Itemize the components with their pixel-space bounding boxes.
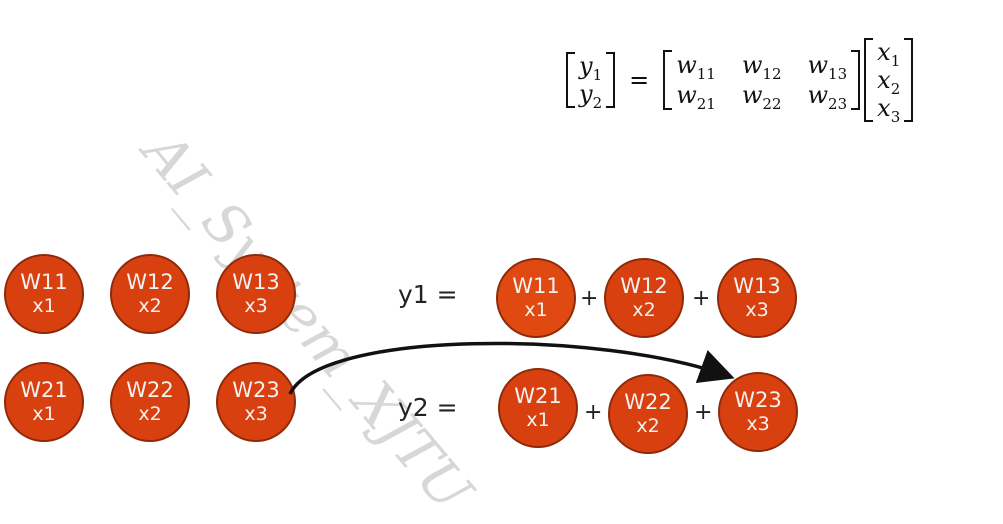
y1-label: y1 = — [398, 280, 458, 309]
w21-entry: w21 — [676, 81, 716, 113]
y-vector: y1 y2 — [566, 52, 616, 112]
weight-matrix: w11 w12 w13 w21 w22 w23 — [663, 50, 861, 113]
y2-label: y2 = — [398, 393, 458, 422]
plus-sign: + — [694, 400, 713, 425]
w23-entry: w23 — [807, 81, 848, 113]
w12-entry: w12 — [741, 51, 782, 83]
plus-sign: + — [580, 286, 599, 311]
w13-entry: w13 — [807, 51, 848, 83]
x1-entry: x1 — [877, 38, 901, 70]
matrix-equation: y1 y2 = w11 w12 w13 w21 w22 w23 x1 x2 x3 — [566, 30, 914, 130]
w22-entry: w22 — [741, 81, 782, 113]
diagram-canvas: AI_System_XJTU y1 y2 = w11 w12 w13 w21 w… — [4, 30, 914, 524]
x-vector: x1 x2 x3 — [864, 38, 914, 126]
x2-entry: x2 — [877, 66, 901, 98]
y2-entry: y2 — [579, 80, 603, 112]
plus-sign: + — [584, 400, 603, 425]
w11-entry: w11 — [676, 51, 716, 83]
plus-sign: + — [692, 286, 711, 311]
x3-entry: x3 — [877, 94, 901, 126]
equals-sign: = — [629, 66, 650, 94]
y1-entry: y1 — [579, 52, 603, 84]
watermark: AI_System_XJTU — [130, 120, 484, 524]
